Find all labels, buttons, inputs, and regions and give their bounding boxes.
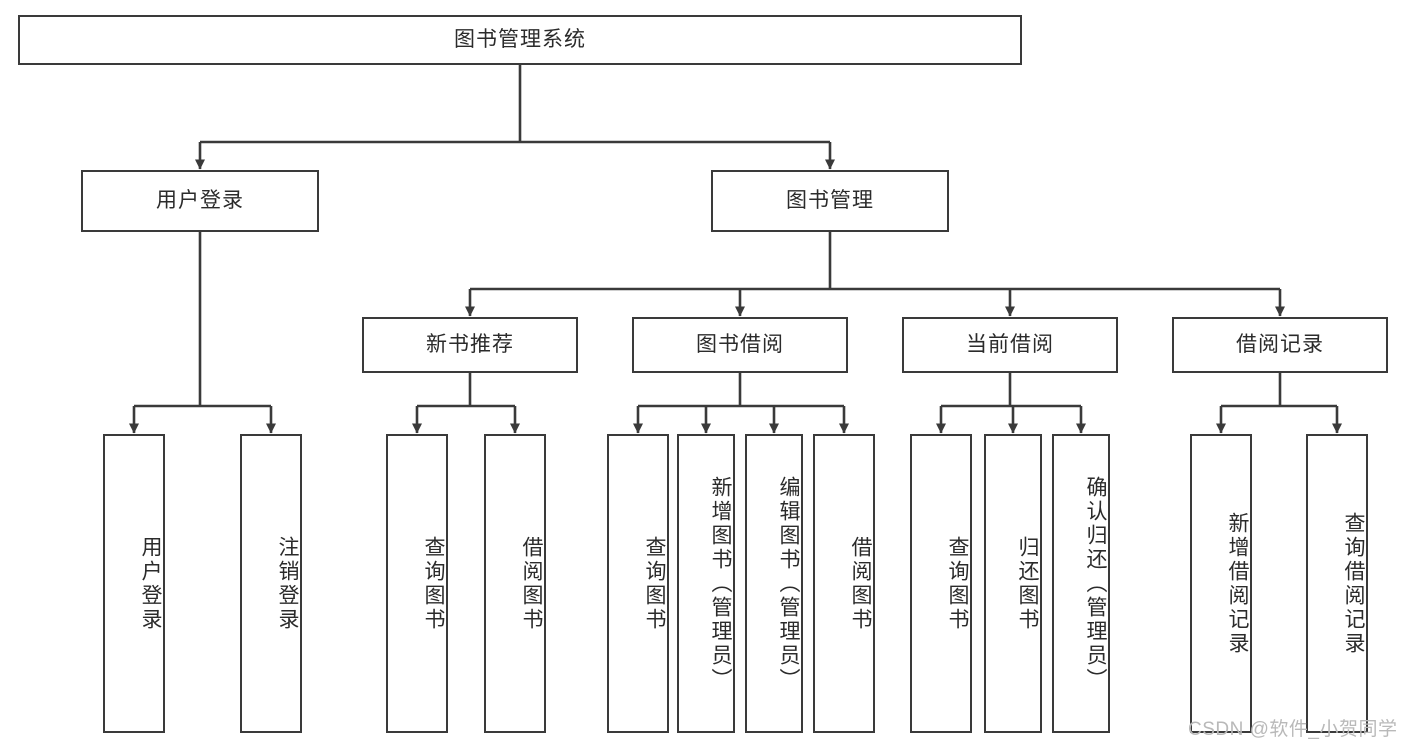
node-label: 归还图书: [1016, 535, 1039, 632]
node-label: 借阅图书: [849, 535, 872, 632]
node-leaf-query-book-borrow[interactable]: 查询图书: [607, 434, 669, 733]
node-current-borrow[interactable]: 当前借阅: [902, 317, 1118, 373]
node-label: 图书借阅: [696, 333, 784, 357]
node-leaf-confirm-return[interactable]: 确认归还（管理员）: [1052, 434, 1110, 733]
node-leaf-add-book[interactable]: 新增图书（管理员）: [677, 434, 735, 733]
node-leaf-user-login[interactable]: 用户登录: [103, 434, 165, 733]
node-leaf-add-record[interactable]: 新增借阅记录: [1190, 434, 1252, 733]
node-leaf-borrow-book-rec[interactable]: 借阅图书: [484, 434, 546, 733]
node-leaf-return-book[interactable]: 归还图书: [984, 434, 1042, 733]
node-new-book-rec[interactable]: 新书推荐: [362, 317, 578, 373]
node-label: 用户登录: [156, 189, 244, 213]
node-label: 借阅图书: [520, 535, 543, 632]
node-label: 查询图书: [422, 535, 445, 632]
node-label: 借阅记录: [1236, 333, 1324, 357]
node-user-login[interactable]: 用户登录: [81, 170, 319, 232]
node-label: 新书推荐: [426, 333, 514, 357]
node-leaf-query-record[interactable]: 查询借阅记录: [1306, 434, 1368, 733]
node-book-borrow[interactable]: 图书借阅: [632, 317, 848, 373]
node-label: 新增图书（管理员）: [709, 475, 732, 692]
node-book-manage[interactable]: 图书管理: [711, 170, 949, 232]
node-root[interactable]: 图书管理系统: [18, 15, 1022, 65]
node-label: 查询图书: [643, 535, 666, 632]
node-label: 图书管理系统: [454, 28, 586, 52]
node-label: 查询借阅记录: [1342, 511, 1365, 656]
node-leaf-query-book-rec[interactable]: 查询图书: [386, 434, 448, 733]
node-label: 用户登录: [139, 535, 162, 632]
node-label: 确认归还（管理员）: [1084, 475, 1107, 692]
node-label: 查询图书: [946, 535, 969, 632]
node-borrow-record[interactable]: 借阅记录: [1172, 317, 1388, 373]
node-label: 编辑图书（管理员）: [777, 475, 800, 692]
node-label: 当前借阅: [966, 333, 1054, 357]
node-leaf-borrow-book[interactable]: 借阅图书: [813, 434, 875, 733]
node-leaf-edit-book[interactable]: 编辑图书（管理员）: [745, 434, 803, 733]
node-leaf-user-logout[interactable]: 注销登录: [240, 434, 302, 733]
node-label: 新增借阅记录: [1226, 511, 1249, 656]
node-leaf-query-book-cur[interactable]: 查询图书: [910, 434, 972, 733]
node-label: 图书管理: [786, 189, 874, 213]
node-label: 注销登录: [276, 535, 299, 632]
watermark-label: CSDN @软件_小贺同学: [1188, 719, 1398, 740]
